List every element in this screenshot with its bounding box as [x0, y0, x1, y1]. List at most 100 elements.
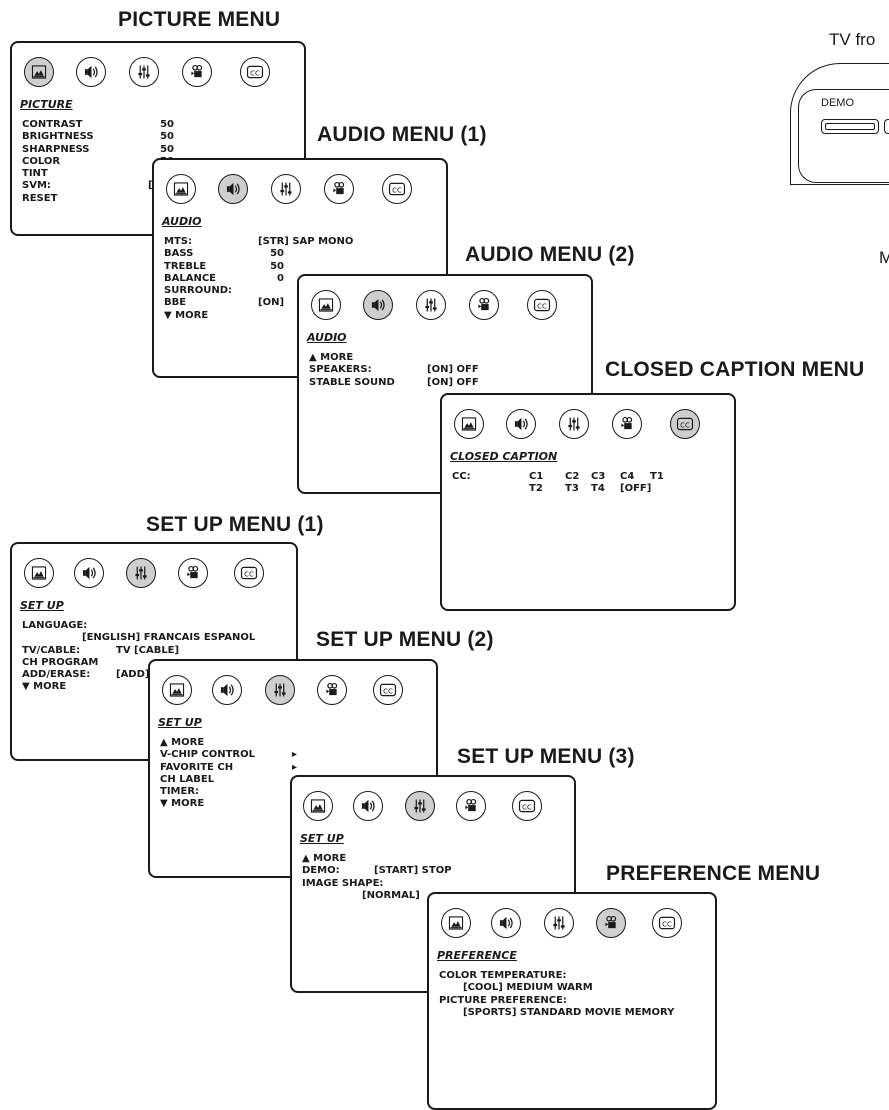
- picture-icon[interactable]: [24, 558, 54, 588]
- option-label: ▼ MORE: [22, 681, 67, 693]
- option-label: SVM:: [22, 180, 51, 192]
- preference-icon[interactable]: [469, 290, 499, 320]
- option-value: [ON] OFF: [427, 376, 479, 388]
- cc-mode-option[interactable]: T3: [565, 483, 579, 495]
- preference-icon[interactable]: [182, 57, 212, 87]
- closed-caption-icon[interactable]: CC: [234, 558, 264, 588]
- option-value: [START] STOP: [374, 865, 452, 877]
- option-value: [ENGLISH] FRANCAIS ESPANOL: [82, 632, 256, 644]
- picture-icon[interactable]: [24, 57, 54, 87]
- cc-mode-option[interactable]: T1: [650, 471, 664, 482]
- option-value: [NORMAL]: [362, 889, 420, 901]
- option-value: [STR] SAP MONO: [258, 236, 354, 247]
- closed-caption-icon[interactable]: CC: [670, 409, 700, 439]
- audio-icon[interactable]: [353, 791, 383, 821]
- setup-menu-2-title: SET UP MENU (2): [316, 628, 494, 651]
- audio-icon[interactable]: [74, 558, 104, 588]
- cc-mode-option[interactable]: T4: [591, 483, 605, 495]
- svg-text:CC: CC: [383, 687, 393, 695]
- menu-section-header: SET UP: [158, 716, 202, 729]
- option-label: STABLE SOUND: [309, 376, 395, 388]
- setup-icon[interactable]: [416, 290, 446, 320]
- preference-icon[interactable]: [596, 908, 626, 938]
- option-label: RESET: [22, 192, 58, 204]
- preference-icon[interactable]: [456, 791, 486, 821]
- option-value: 50: [160, 119, 174, 130]
- picture-icon[interactable]: [303, 791, 333, 821]
- closed-caption-menu-title: CLOSED CAPTION MENU: [605, 358, 865, 381]
- closed-caption-icon[interactable]: CC: [512, 791, 542, 821]
- cc-mode-option[interactable]: [OFF]: [620, 483, 652, 495]
- option-label: IMAGE SHAPE:: [302, 877, 384, 889]
- menu-icon-bar: CC: [154, 160, 446, 218]
- option-value: [SPORTS] STANDARD MOVIE MEMORY: [463, 1006, 675, 1018]
- preference-menu-title: PREFERENCE MENU: [606, 862, 821, 885]
- option-label: PICTURE PREFERENCE:: [439, 994, 567, 1006]
- option-label: LANGUAGE:: [22, 620, 88, 631]
- cc-mode-option[interactable]: C3: [591, 471, 606, 482]
- preference-icon[interactable]: [317, 675, 347, 705]
- option-value: [ON] OFF: [427, 364, 479, 376]
- menu-icon-bar: CC: [299, 276, 591, 334]
- picture-icon[interactable]: [454, 409, 484, 439]
- cc-mode-option[interactable]: C2: [565, 471, 580, 482]
- closed-caption-icon[interactable]: CC: [527, 290, 557, 320]
- picture-icon[interactable]: [441, 908, 471, 938]
- audio-menu-1-title: AUDIO MENU (1): [317, 123, 487, 146]
- m-label: M: [879, 248, 889, 267]
- option-label: COLOR TEMPERATURE:: [439, 970, 567, 981]
- setup-icon[interactable]: [265, 675, 295, 705]
- setup-icon[interactable]: [129, 57, 159, 87]
- setup-icon[interactable]: [271, 174, 301, 204]
- menu-section-header: AUDIO: [307, 331, 347, 344]
- setup-icon[interactable]: [559, 409, 589, 439]
- setup-icon[interactable]: [126, 558, 156, 588]
- closed-caption-icon[interactable]: CC: [373, 675, 403, 705]
- tv-front-inner-outline: [798, 89, 889, 183]
- option-value: 50: [270, 260, 284, 272]
- option-label: TV/CABLE:: [22, 644, 81, 656]
- audio-icon[interactable]: [491, 908, 521, 938]
- option-value: 50: [160, 143, 174, 155]
- setup-menu-1-title: SET UP MENU (1): [146, 513, 324, 536]
- audio-icon[interactable]: [363, 290, 393, 320]
- option-label: TREBLE: [164, 260, 207, 272]
- picture-icon[interactable]: [166, 174, 196, 204]
- closed-caption-icon[interactable]: CC: [652, 908, 682, 938]
- svg-text:CC: CC: [392, 186, 402, 194]
- closed-caption-icon[interactable]: CC: [240, 57, 270, 87]
- setup-icon[interactable]: [544, 908, 574, 938]
- audio-icon[interactable]: [76, 57, 106, 87]
- picture-icon[interactable]: [162, 675, 192, 705]
- audio-icon[interactable]: [212, 675, 242, 705]
- option-label: ▲ MORE: [309, 352, 354, 363]
- picture-icon[interactable]: [311, 290, 341, 320]
- svg-text:CC: CC: [250, 69, 260, 77]
- audio-icon[interactable]: [506, 409, 536, 439]
- preference-icon[interactable]: [612, 409, 642, 439]
- preference-icon[interactable]: [178, 558, 208, 588]
- option-value: [ADD]: [116, 669, 150, 681]
- cc-mode-option[interactable]: T2: [529, 483, 543, 495]
- closed-caption-icon[interactable]: CC: [382, 174, 412, 204]
- option-label: TINT: [22, 168, 48, 180]
- option-value: 50: [270, 248, 284, 260]
- svg-text:CC: CC: [537, 302, 547, 310]
- menu-section-header: PICTURE: [20, 98, 73, 111]
- cc-mode-option[interactable]: C4: [620, 471, 635, 482]
- option-label: SPEAKERS:: [309, 364, 372, 376]
- setup-icon[interactable]: [405, 791, 435, 821]
- option-label: DEMO:: [302, 865, 340, 877]
- adjacent-button[interactable]: [884, 119, 889, 134]
- menu-icon-bar: CC: [150, 661, 436, 719]
- preference-icon[interactable]: [324, 174, 354, 204]
- option-label: MTS:: [164, 236, 192, 247]
- cc-mode-option[interactable]: C1: [529, 471, 544, 482]
- menu-section-header: PREFERENCE: [437, 949, 517, 962]
- option-label: ▼ MORE: [160, 798, 205, 810]
- option-label: CONTRAST: [22, 119, 83, 130]
- option-value: 50: [160, 131, 174, 143]
- demo-button[interactable]: [821, 119, 879, 134]
- audio-icon[interactable]: [218, 174, 248, 204]
- option-label: BASS: [164, 248, 194, 260]
